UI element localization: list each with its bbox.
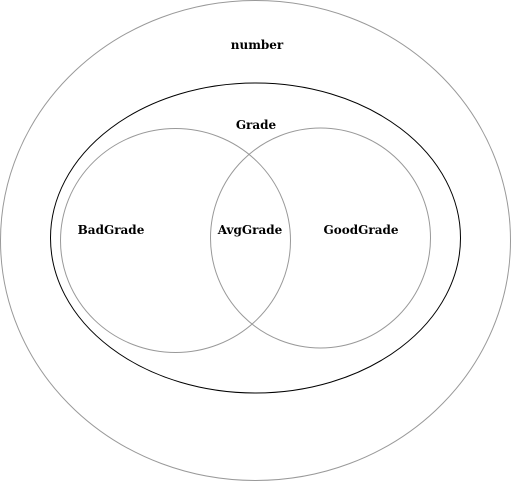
grade-label: Grade (236, 118, 277, 132)
grade-set-ellipse (50, 82, 461, 394)
number-label: number (231, 38, 284, 52)
avg-grade-label: AvgGrade (217, 223, 283, 237)
bad-grade-set-ellipse (60, 128, 291, 353)
good-grade-label: GoodGrade (323, 223, 398, 237)
bad-grade-label: BadGrade (78, 223, 145, 237)
good-grade-set-ellipse (210, 127, 431, 349)
